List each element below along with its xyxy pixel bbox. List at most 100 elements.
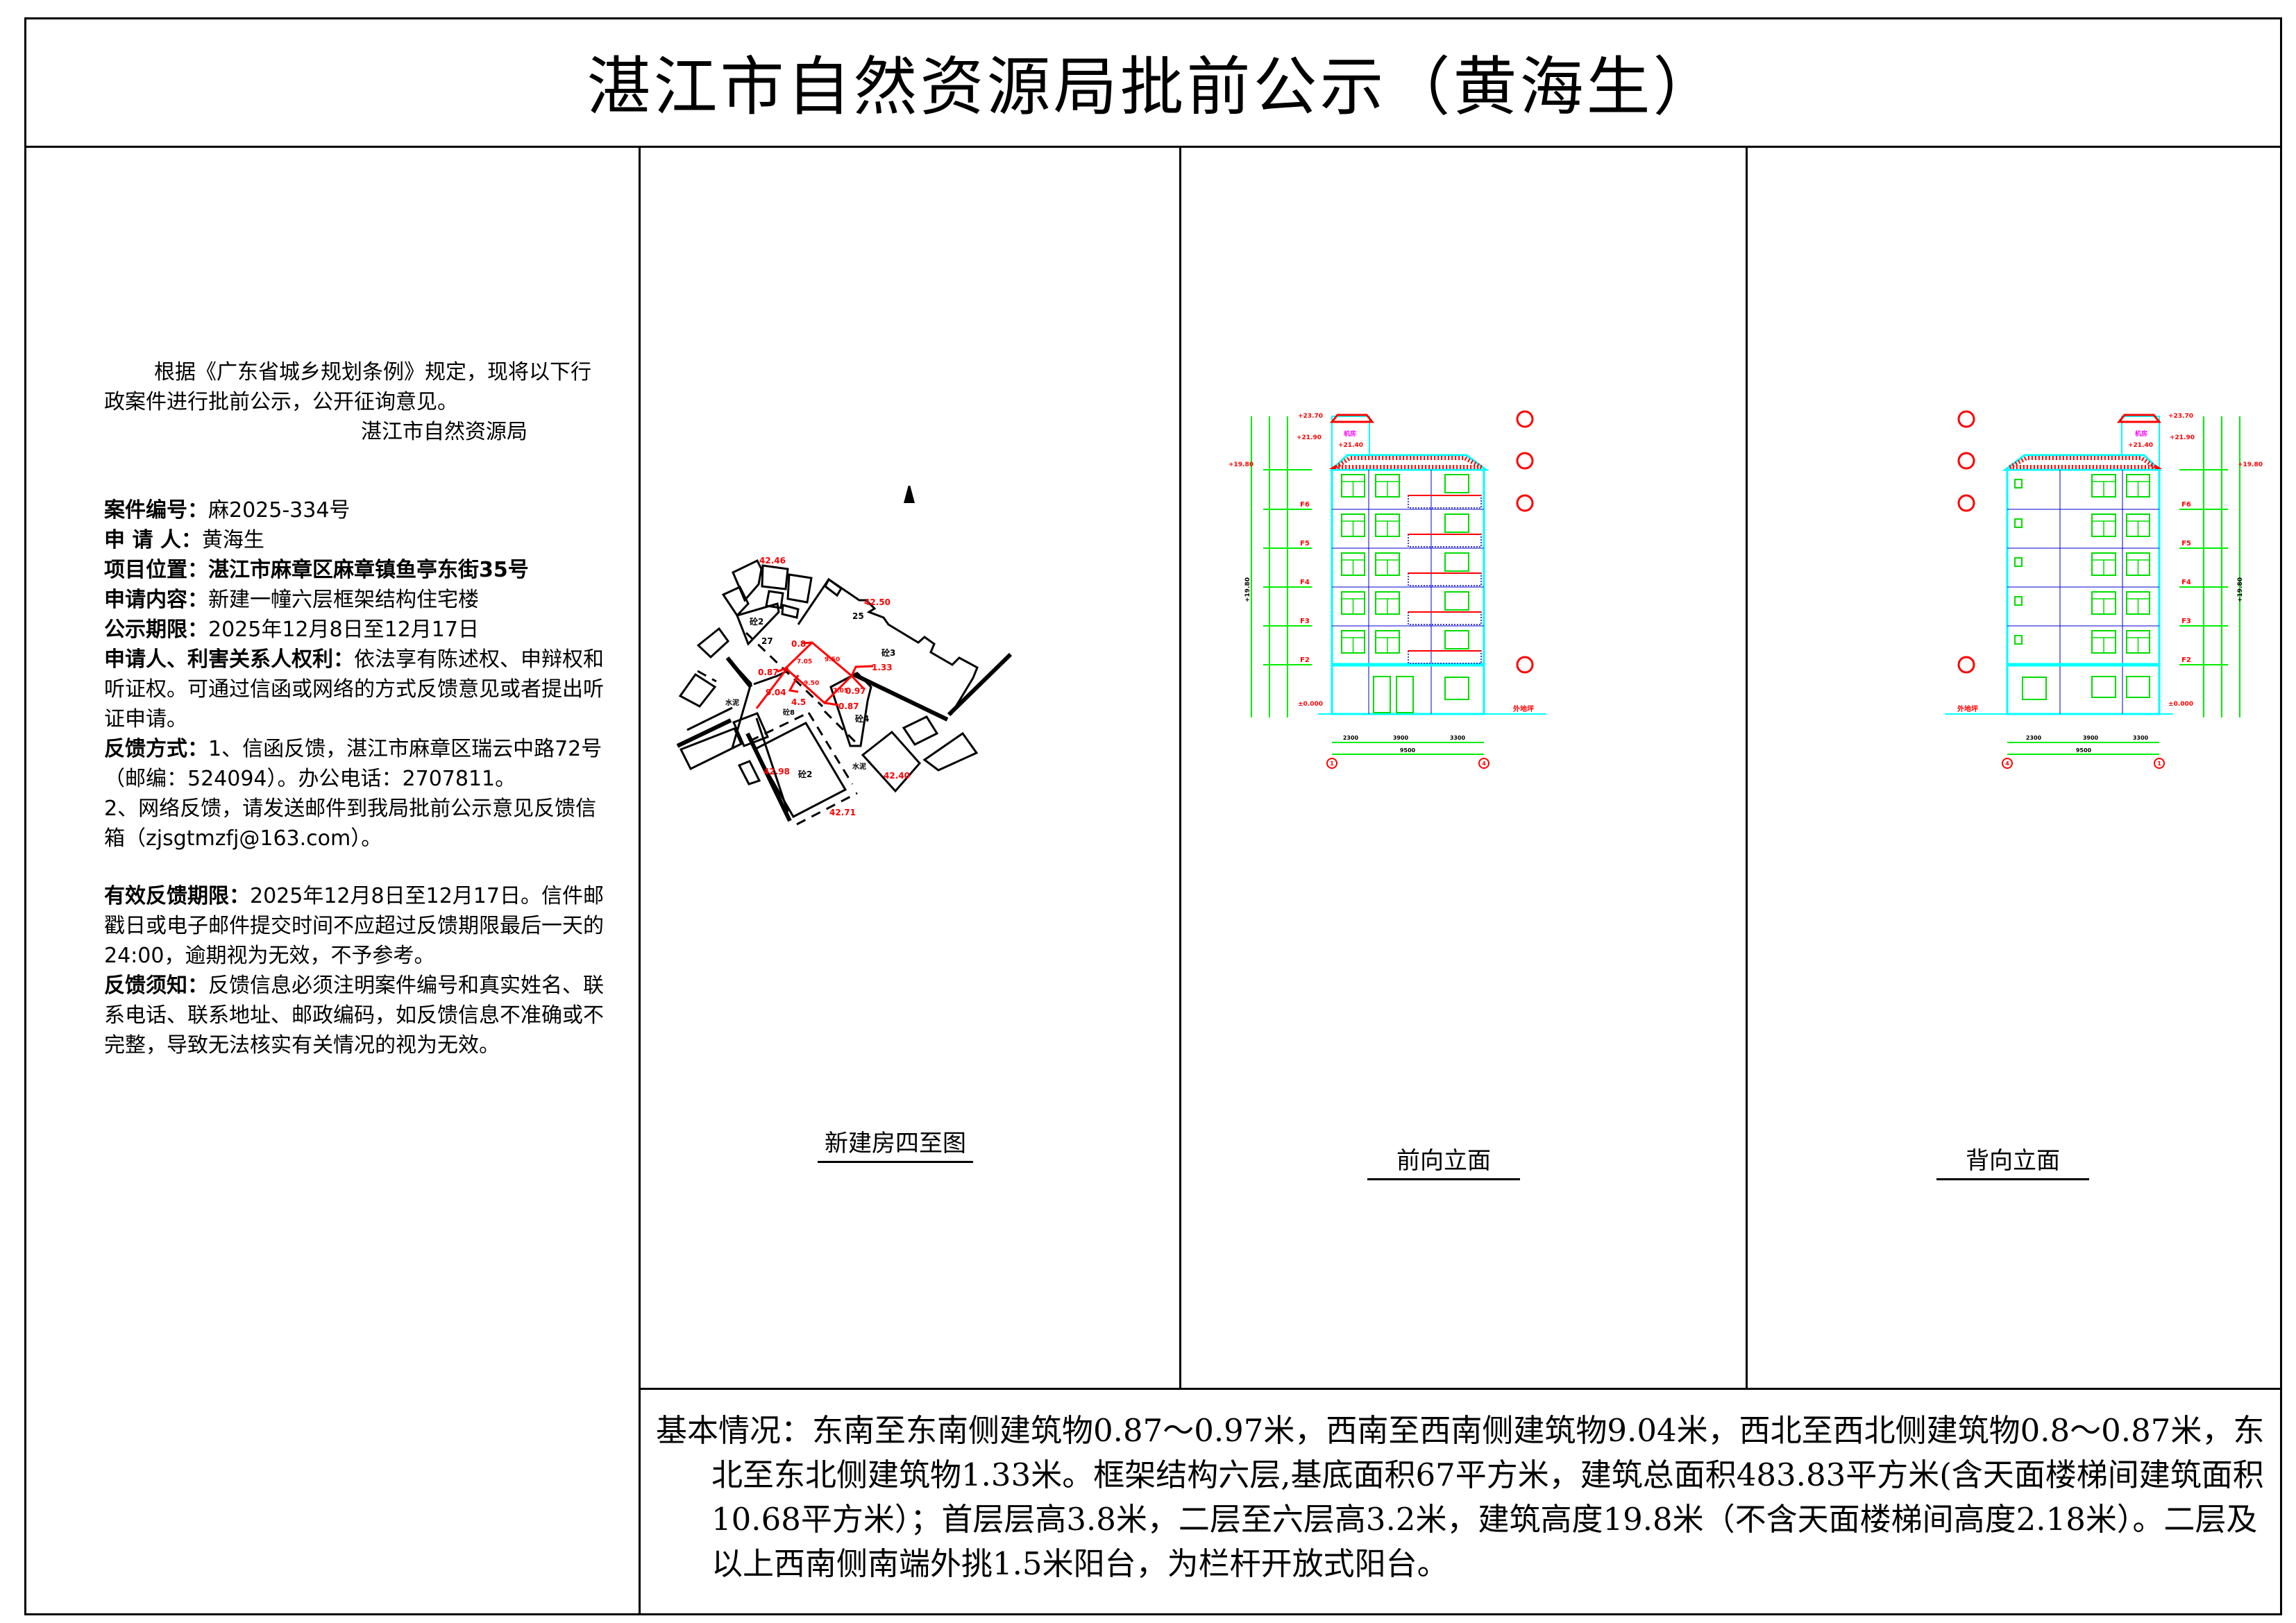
level-label: +23.70 <box>1298 413 1323 420</box>
site-plan-label: 砼2 <box>798 769 812 779</box>
site-plan-label: 42.46 <box>759 556 786 566</box>
small-window <box>2014 635 2023 645</box>
dimension-total: 9500 <box>2076 747 2092 754</box>
window <box>2022 677 2047 700</box>
balcony-door <box>1444 630 1469 649</box>
balcony-door <box>1444 591 1469 611</box>
north-arrow: 北 <box>904 486 915 503</box>
site-plan-label: 1.33 <box>872 663 893 672</box>
roof-tiles <box>1328 456 1483 469</box>
valid-label: 有效反馈期限： <box>104 884 250 908</box>
new-building-outline <box>755 640 874 709</box>
site-plan-label: 4.5 <box>791 697 806 707</box>
axis-bubble <box>1478 758 1489 769</box>
level-label: +19.80 <box>1229 461 1253 468</box>
axis-bubble <box>2002 758 2013 769</box>
section-marker <box>1957 656 1975 674</box>
location-label: 项目位置： <box>104 558 208 582</box>
roof-tiles <box>2009 456 2163 469</box>
applicant-label: 申 请 人： <box>104 528 202 552</box>
divider-bottom <box>639 1388 2282 1390</box>
floor-label: F2 <box>2181 656 2191 664</box>
notice-frame <box>24 17 2282 1615</box>
rights-label: 申请人、利害关系人权利： <box>104 647 354 672</box>
axis-label: 4 <box>1482 760 1486 767</box>
notes: 反馈信息必须注明案件编号和真实姓名、联系电话、联系地址、邮政编码，如反馈信息不准… <box>104 974 604 1057</box>
small-window <box>2014 557 2023 567</box>
dimension-label: 3300 <box>1450 735 1466 741</box>
site-plan-label: 42.71 <box>829 808 856 817</box>
balcony-railing <box>1408 611 1482 625</box>
dimension-label: 3300 <box>2133 735 2149 741</box>
period: 2025年12月8日至12月17日 <box>208 618 479 642</box>
content: 新建一幢六层框架结构住宅楼 <box>208 588 479 612</box>
notes-label: 反馈须知： <box>104 974 208 998</box>
dimension-label: 2300 <box>2026 735 2042 741</box>
dimension-label: 2300 <box>1343 735 1359 741</box>
site-plan-label: 砼8 <box>783 708 795 717</box>
divider-left <box>639 147 641 1615</box>
tower-roof <box>2116 414 2162 423</box>
walls-thick <box>676 652 1013 822</box>
site-plan-label: 7.05 <box>797 658 812 665</box>
room-label: 机房 <box>2135 430 2147 438</box>
feedback-2: 2、网络反馈，请发送邮件到我局批前公示意见反馈信箱（zjsgtmzfj@163.… <box>104 797 597 851</box>
level-label: +21.90 <box>1297 434 1322 441</box>
window <box>1444 677 1469 700</box>
caption-front-elevation: 前向立面 <box>1367 1141 1520 1180</box>
site-plan-label: 水泥 <box>725 698 739 707</box>
site-plan-label: 9.04 <box>766 688 786 697</box>
floor-label: F4 <box>1300 579 1310 586</box>
tower-roof <box>1329 414 1375 423</box>
site-plan-label: 砼2 <box>750 616 763 627</box>
level-label: +19.80 <box>2238 461 2263 468</box>
balcony-railing <box>1408 572 1482 586</box>
notice-text: 根据《广东省城乡规划条例》规定，现将以下行政案件进行批前公示，公开征询意见。 湛… <box>104 357 611 1060</box>
dimension-label: 3900 <box>2083 735 2099 741</box>
balcony-door <box>1444 513 1469 533</box>
axis-bubble <box>1326 758 1337 769</box>
floor-label: F3 <box>1300 618 1310 625</box>
notice-intro: 根据《广东省城乡规划条例》规定，现将以下行政案件进行批前公示，公开征询意见。 <box>104 360 591 414</box>
section-marker <box>1516 410 1534 428</box>
height-total-label: +19.80 <box>2237 577 2244 602</box>
section-marker <box>1957 410 1975 428</box>
dimension-total: 9500 <box>1400 747 1416 754</box>
window <box>2126 676 2150 698</box>
page-title: 湛江市自然资源局批前公示（黄海生） <box>586 50 1720 124</box>
site-plan-label: 砼3 <box>881 647 895 658</box>
floor-label: F6 <box>1300 501 1310 509</box>
small-window <box>2014 596 2023 606</box>
window <box>2091 676 2116 698</box>
floor-label: F4 <box>2181 579 2191 586</box>
divider-right <box>1746 147 1748 1389</box>
site-plan-label: 0.97 <box>845 686 866 696</box>
door <box>1396 676 1414 713</box>
floor-label: F5 <box>2181 540 2191 547</box>
neighbor-buildings <box>678 559 979 818</box>
section-marker <box>1516 656 1534 674</box>
balcony-railing <box>1408 534 1482 547</box>
floor-label: F5 <box>1300 540 1310 547</box>
title-band: 湛江市自然资源局批前公示（黄海生） <box>24 17 2282 148</box>
axis-label: 1 <box>1330 760 1334 767</box>
section-marker <box>1957 494 1975 512</box>
axis-label: 4 <box>2005 760 2009 767</box>
case-no-label: 案件编号： <box>104 498 208 522</box>
floor-label: F3 <box>2181 618 2191 625</box>
location: 湛江市麻章区麻章镇鱼亭东街35号 <box>208 558 529 582</box>
site-plan-label: 0.8 <box>791 639 806 649</box>
small-window <box>2014 518 2023 528</box>
site-plan-label: 42.98 <box>763 767 790 776</box>
axis-label: 1 <box>2157 760 2161 767</box>
floor-label: F2 <box>1300 656 1310 664</box>
feedback-label: 反馈方式： <box>104 737 208 761</box>
site-plan-label: 42.50 <box>864 597 890 607</box>
site-plan-label: 0.87 <box>838 702 859 711</box>
level-label: +21.40 <box>1338 442 1363 449</box>
door <box>1373 676 1391 713</box>
level-label: ±0.000 <box>2168 701 2193 708</box>
site-plan-label: 砼4 <box>855 713 869 724</box>
floor-label: F6 <box>2181 501 2191 509</box>
